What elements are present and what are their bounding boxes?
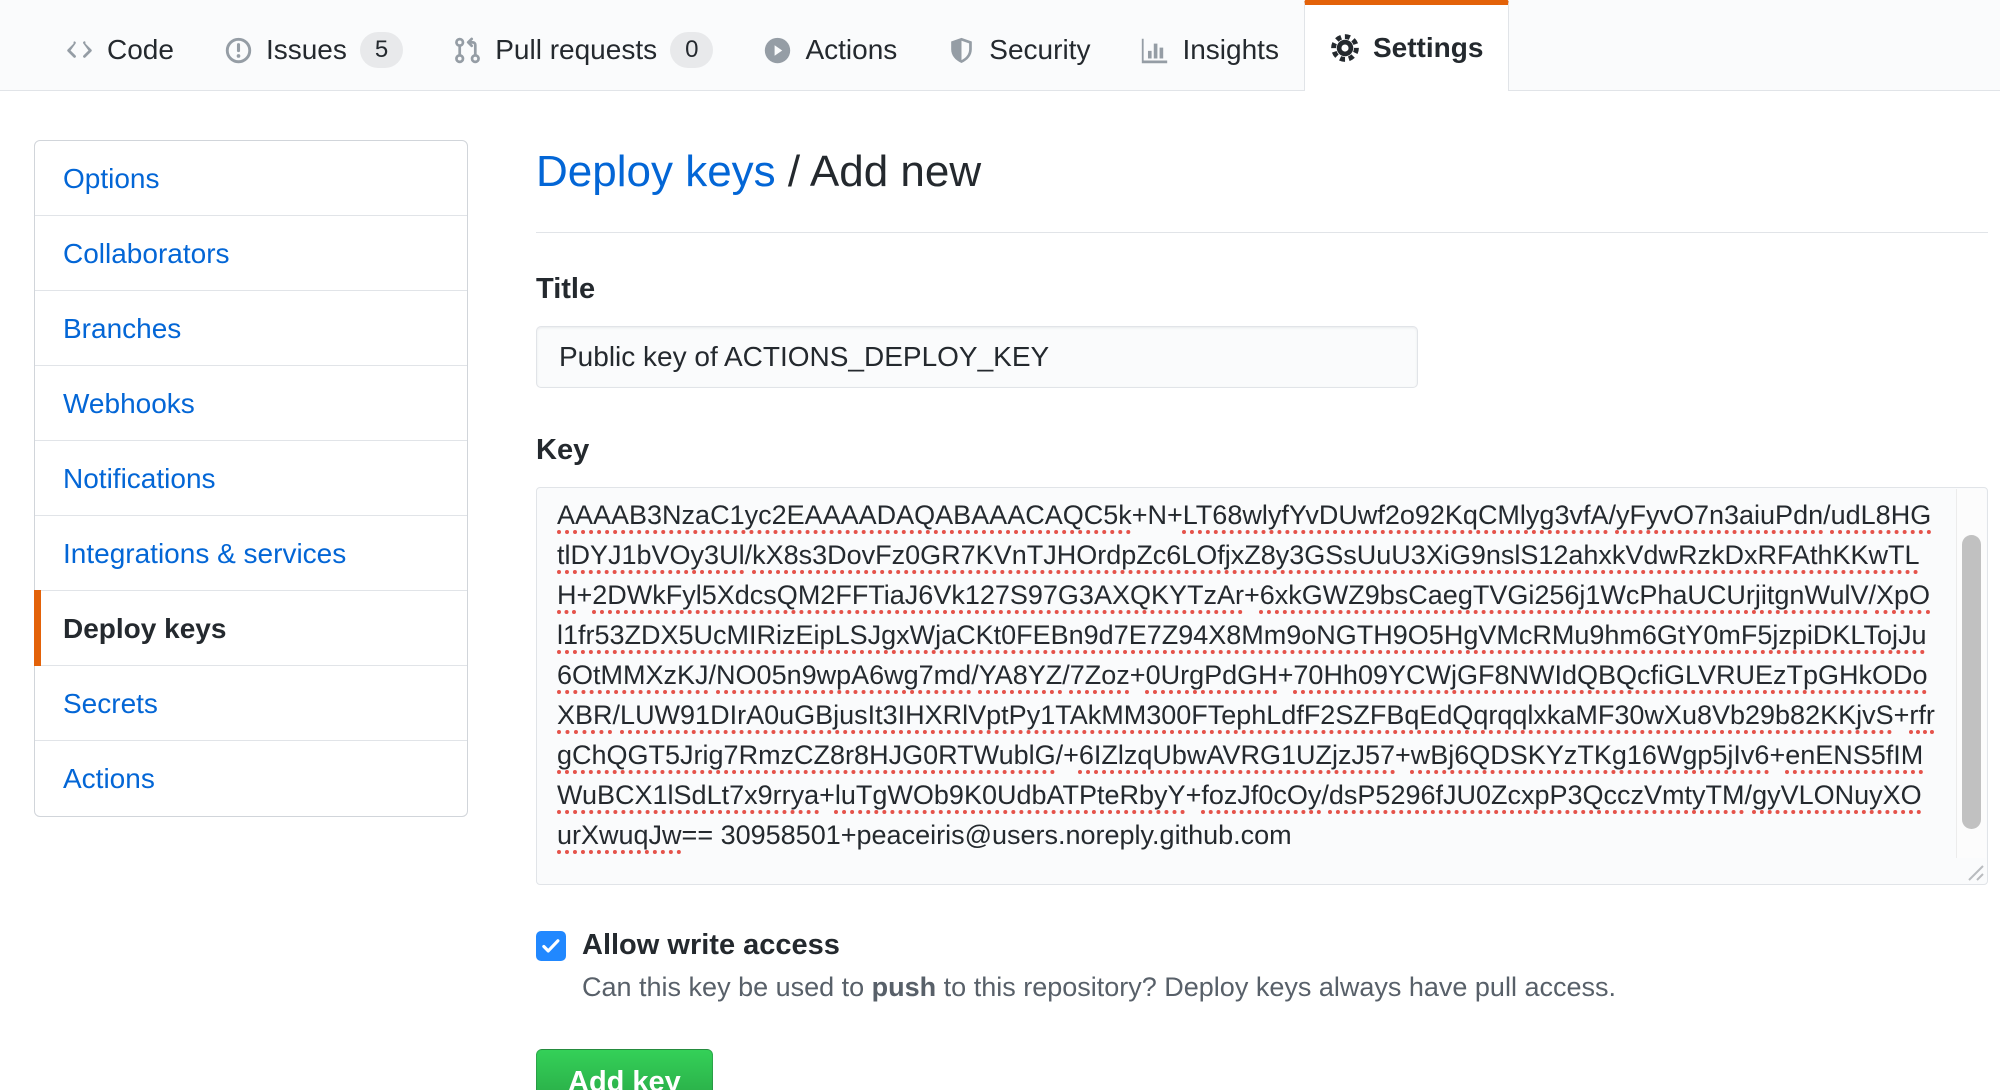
write-access-note: Can this key be used to push to this rep…	[582, 972, 1616, 1003]
sidebar-item-secrets[interactable]: Secrets	[35, 666, 467, 741]
header-divider	[536, 232, 1988, 234]
deploy-key-form: Deploy keys / Add new Title Key AAAAB3Nz…	[536, 147, 1988, 1090]
key-textarea-content: AAAAB3NzaC1yc2EAAAADAQABAAACAQC5k+N+LT68…	[557, 500, 1935, 851]
tab-label: Settings	[1372, 32, 1484, 63]
deploy-keys-breadcrumb-link[interactable]: Deploy keys	[536, 147, 776, 196]
tab-label: Code	[107, 34, 174, 65]
tab-security[interactable]: Security	[922, 10, 1115, 90]
key-scrollbar-thumb[interactable]	[1962, 535, 1981, 830]
sidebar-item-collaborators[interactable]: Collaborators	[35, 216, 467, 291]
code-icon	[65, 36, 94, 65]
play-icon	[763, 36, 792, 65]
tab-pull-requests[interactable]: Pull requests 0	[428, 10, 738, 90]
add-key-button[interactable]: Add key	[536, 1049, 713, 1090]
breadcrumb-separator: /	[775, 147, 810, 196]
tab-actions[interactable]: Actions	[738, 10, 922, 90]
tab-insights[interactable]: Insights	[1115, 10, 1304, 90]
graph-icon	[1140, 36, 1169, 65]
tab-label: Pull requests	[495, 34, 658, 65]
sidebar-item-notifications[interactable]: Notifications	[35, 441, 467, 516]
title-input[interactable]	[536, 326, 1418, 389]
tab-code[interactable]: Code	[40, 10, 199, 90]
sidebar-item-webhooks[interactable]: Webhooks	[35, 366, 467, 441]
checkmark-icon	[542, 939, 560, 953]
textarea-resize-grip-icon[interactable]	[1961, 858, 1985, 882]
allow-write-access-label[interactable]: Allow write access	[582, 929, 840, 962]
key-field-label: Key	[536, 434, 590, 467]
tab-label: Issues	[265, 34, 347, 65]
tab-label: Security	[989, 34, 1091, 65]
sidebar-item-deploy-keys[interactable]: Deploy keys	[34, 590, 467, 666]
key-scrollbar-track[interactable]	[1956, 489, 1986, 859]
breadcrumb-current: Add new	[809, 147, 982, 196]
pull-requests-count-badge: 0	[670, 32, 714, 68]
sidebar-item-options[interactable]: Options	[35, 141, 467, 216]
sidebar-item-actions[interactable]: Actions	[63, 763, 155, 794]
page-title: Deploy keys / Add new	[536, 147, 1988, 196]
title-field-label: Title	[536, 273, 596, 306]
tab-label: Insights	[1182, 34, 1279, 65]
git-pull-request-icon	[453, 36, 482, 65]
tab-settings[interactable]: Settings	[1303, 0, 1510, 91]
key-textarea[interactable]: AAAAB3NzaC1yc2EAAAADAQABAAACAQC5k+N+LT68…	[536, 487, 1988, 886]
tab-issues[interactable]: Issues 5	[199, 10, 428, 90]
issue-opened-icon	[224, 36, 253, 65]
settings-sidebar: Options Collaborators Branches Webhooks …	[34, 140, 468, 817]
issues-count-badge: 5	[359, 32, 404, 68]
sidebar-item-branches[interactable]: Branches	[35, 291, 467, 366]
shield-icon	[947, 36, 976, 65]
repo-tab-bar: Code Issues 5 Pull requests 0 Actions	[0, 0, 2000, 91]
allow-write-access-row: Allow write access	[536, 929, 1988, 962]
allow-write-access-checkbox[interactable]	[536, 930, 566, 961]
gear-icon	[1330, 33, 1360, 63]
sidebar-item-integrations[interactable]: Integrations & services	[35, 516, 467, 591]
tab-label: Actions	[805, 34, 898, 65]
